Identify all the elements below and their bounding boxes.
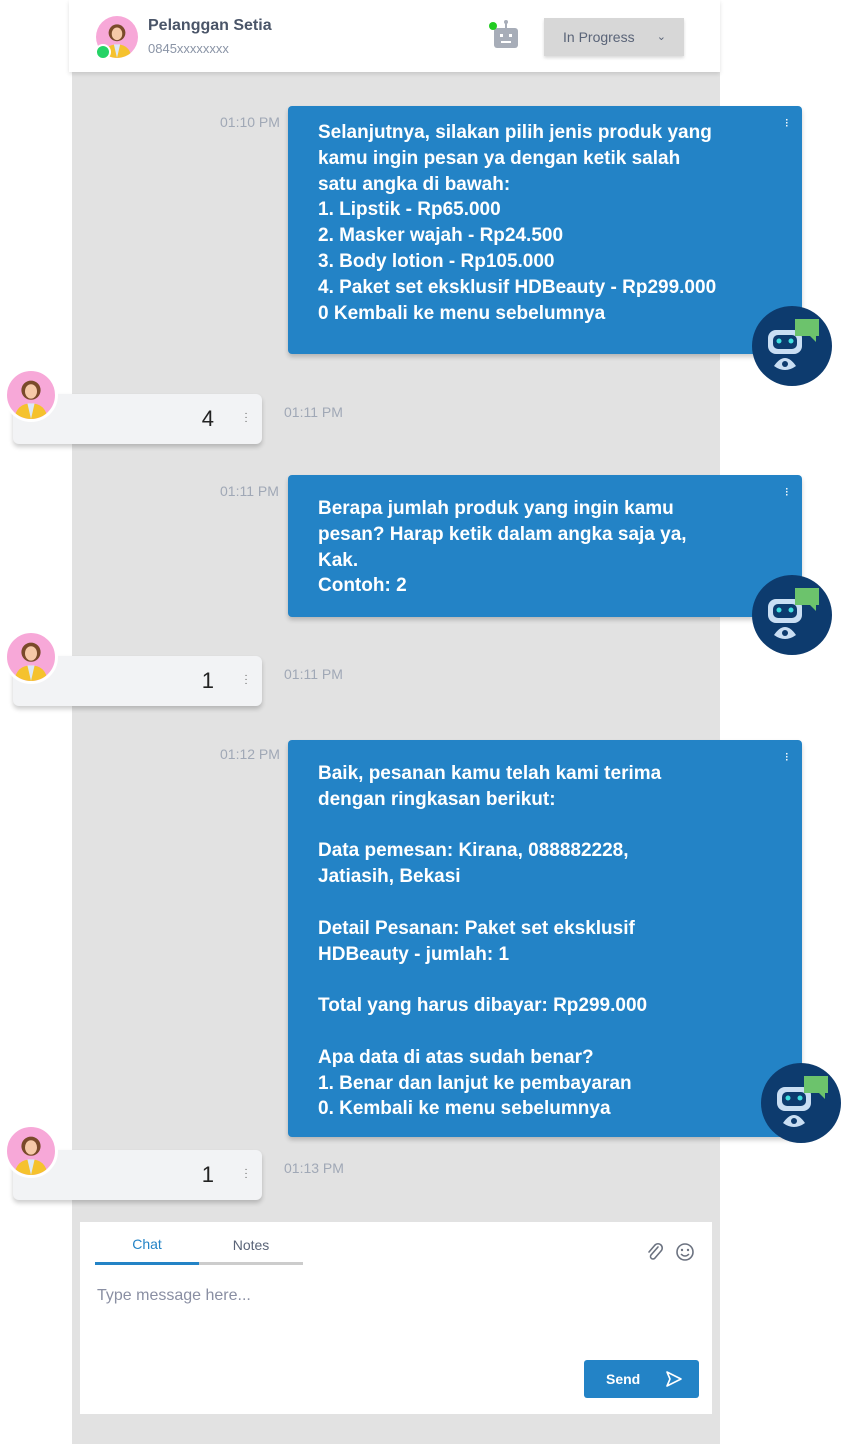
user-avatar xyxy=(4,368,58,422)
contact-name: Pelanggan Setia xyxy=(148,17,272,34)
bot-avatar xyxy=(752,575,832,655)
send-button[interactable]: Send xyxy=(584,1360,699,1398)
send-icon xyxy=(666,1371,682,1387)
message-time: 01:11 PM xyxy=(284,666,343,682)
bot-message: Selanjutnya, silakan pilih jenis produk … xyxy=(288,106,802,354)
message-menu-icon[interactable]: ··· xyxy=(244,1164,248,1183)
bot-message: Berapa jumlah produk yang ingin kamu pes… xyxy=(288,475,802,617)
chat-header: Pelanggan Setia 0845xxxxxxxx In Progress… xyxy=(69,0,720,72)
message-menu-icon[interactable]: ··· xyxy=(785,749,789,766)
bot-status-icon[interactable] xyxy=(489,20,521,50)
message-composer: Chat Notes Type message here... Send xyxy=(80,1222,712,1414)
message-time: 01:11 PM xyxy=(220,483,279,499)
message-time: 01:12 PM xyxy=(220,746,280,762)
message-menu-icon[interactable]: ··· xyxy=(785,115,789,132)
send-label: Send xyxy=(606,1371,641,1387)
whatsapp-icon xyxy=(95,44,111,60)
message-time: 01:10 PM xyxy=(220,114,280,130)
chevron-down-icon: ⌄ xyxy=(656,31,666,43)
message-time: 01:13 PM xyxy=(284,1160,344,1176)
message-text: Baik, pesanan kamu telah kami terima den… xyxy=(318,763,662,1120)
tab-indicator xyxy=(95,1262,303,1265)
message-menu-icon[interactable]: ··· xyxy=(244,408,248,427)
message-text: 1 xyxy=(201,1162,214,1187)
message-input[interactable]: Type message here... xyxy=(97,1287,251,1304)
message-text: 4 xyxy=(201,406,214,431)
message-text: Berapa jumlah produk yang ingin kamu pes… xyxy=(318,498,687,597)
online-indicator xyxy=(489,22,497,30)
user-message: 4 ··· xyxy=(13,394,262,444)
paperclip-icon[interactable] xyxy=(646,1242,664,1262)
status-dropdown[interactable]: In Progress ⌄ xyxy=(544,18,684,56)
tab-notes[interactable]: Notes xyxy=(232,1237,270,1253)
tab-chat[interactable]: Chat xyxy=(132,1236,162,1252)
contact-phone: 0845xxxxxxxx xyxy=(148,41,229,56)
emoji-icon[interactable] xyxy=(675,1242,695,1262)
message-time: 01:11 PM xyxy=(284,404,343,420)
message-menu-icon[interactable]: ··· xyxy=(785,484,789,501)
user-avatar xyxy=(4,630,58,684)
message-menu-icon[interactable]: ··· xyxy=(244,670,248,689)
status-label: In Progress xyxy=(563,29,635,45)
bot-avatar xyxy=(752,306,832,386)
user-avatar xyxy=(4,1124,58,1178)
message-text: Selanjutnya, silakan pilih jenis produk … xyxy=(318,122,717,324)
message-text: 1 xyxy=(201,668,214,693)
bot-avatar xyxy=(761,1063,841,1143)
bot-message: Baik, pesanan kamu telah kami terima den… xyxy=(288,740,802,1137)
